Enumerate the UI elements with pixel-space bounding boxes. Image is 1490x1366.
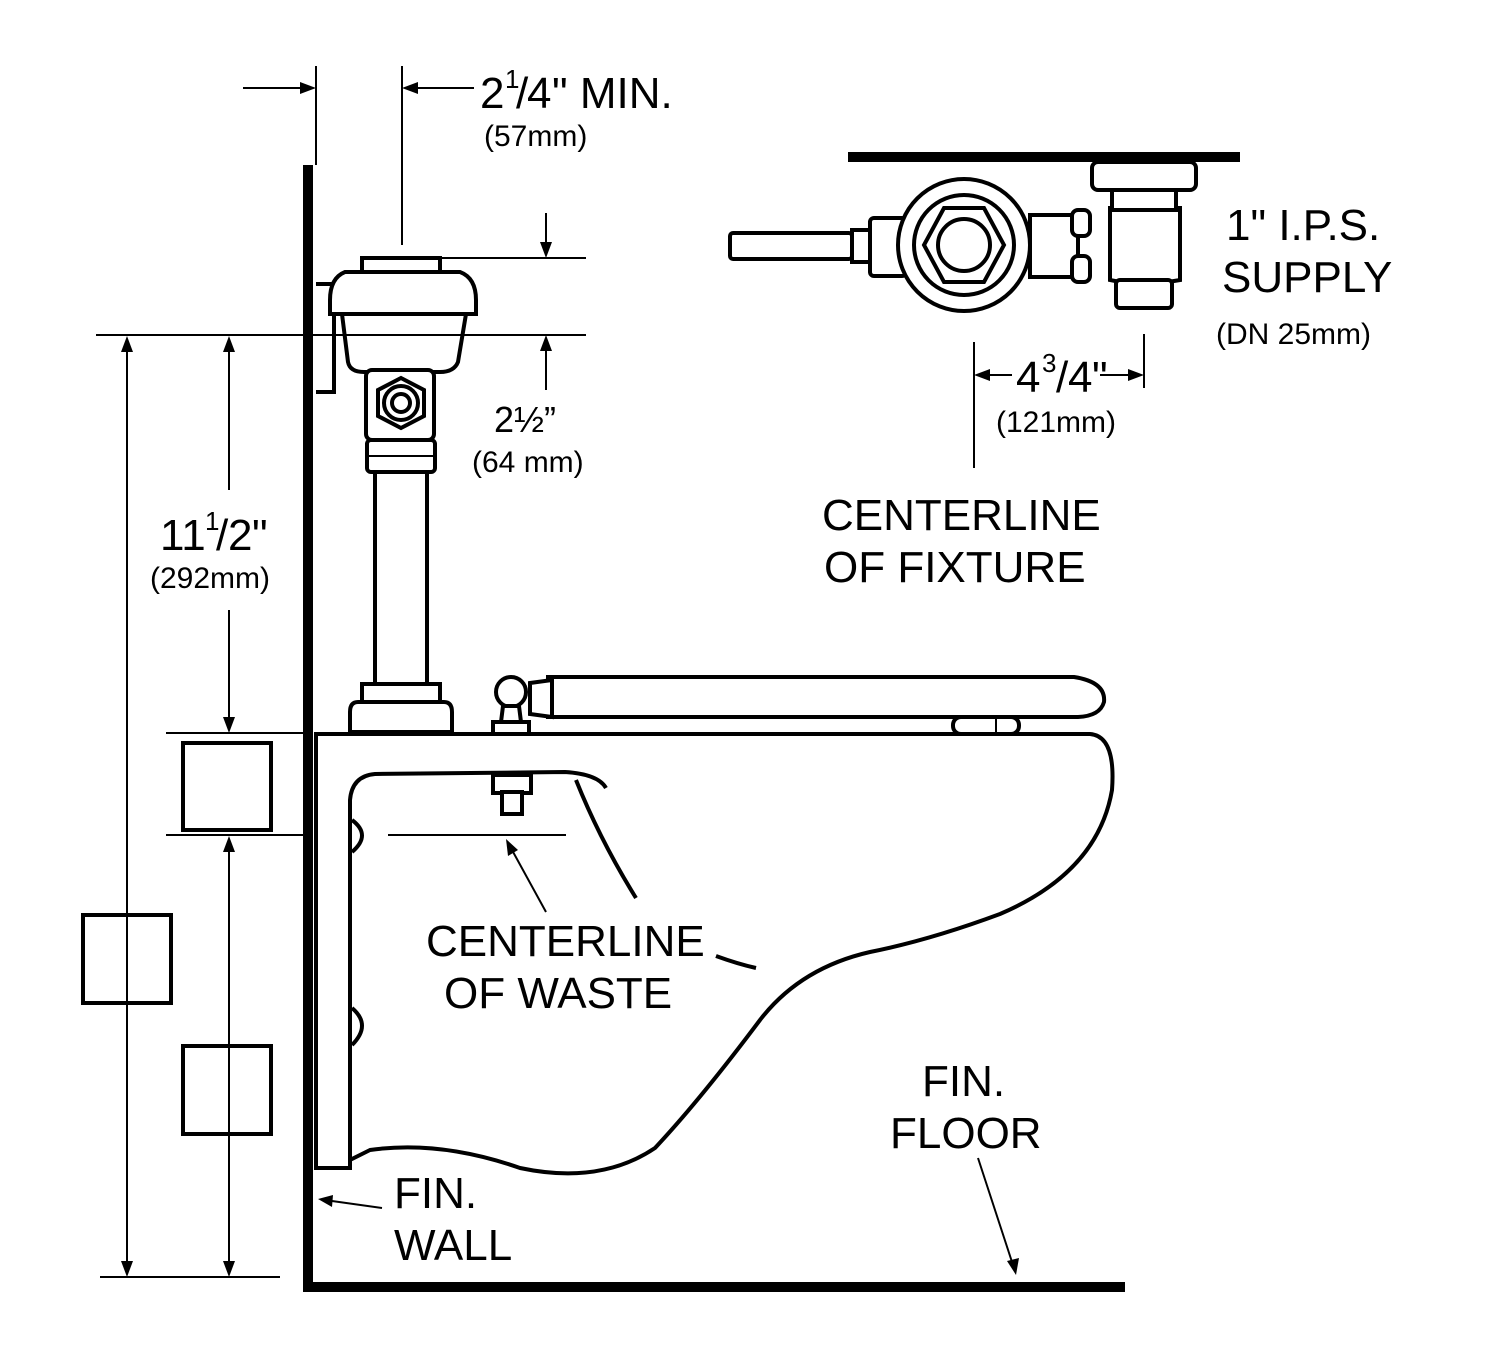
bowl-outline	[314, 732, 1115, 1176]
cl-fixture-line-2: OF FIXTURE	[824, 543, 1086, 592]
spud-flange	[348, 700, 454, 734]
dim-arrowhead	[402, 82, 418, 94]
bowl-inner-trap	[348, 769, 608, 1160]
valve-hex-inner-ring	[390, 392, 412, 414]
fin-floor-leader	[977, 1157, 1013, 1263]
wall-hung-bowl	[314, 732, 1115, 1176]
handle-grip	[728, 231, 854, 261]
offset-unit: "	[1092, 353, 1108, 402]
valve-cap-top	[360, 256, 442, 274]
top-min-denominator: 4	[527, 69, 551, 118]
spud-coupling-nut	[360, 682, 442, 704]
offset-whole: 4	[1016, 353, 1040, 402]
valve-cover	[328, 270, 478, 316]
toilet-seat	[491, 675, 1107, 736]
height-whole: 11	[160, 511, 206, 560]
handle-collar	[850, 228, 872, 264]
bowl-mount-bump-lower	[350, 1006, 364, 1047]
dim-arrowhead	[318, 1195, 333, 1207]
dim-arrowhead	[540, 242, 552, 258]
flush-tube	[373, 470, 429, 686]
offset-slash: /	[1056, 353, 1069, 402]
top-min-whole: 2	[480, 69, 504, 118]
carrier-blocks	[81, 741, 273, 1136]
seat-hinge-block	[528, 677, 554, 720]
dim-arrowhead	[506, 839, 518, 856]
height-numerator: 1	[205, 506, 219, 536]
supply-line-1: 1" I.P.S.	[1226, 201, 1380, 250]
dim-arrowhead	[121, 1261, 133, 1277]
fin-wall-line-1: FIN.	[394, 1169, 477, 1218]
height-unit: "	[252, 511, 268, 560]
dim-arrowhead	[1007, 1258, 1019, 1275]
valve-top-hex-ring	[936, 217, 992, 273]
valve-height-metric: (64 mm)	[472, 446, 584, 479]
stop-body	[1108, 206, 1182, 284]
stop-nut-upper	[1070, 208, 1092, 238]
flush-valve	[316, 256, 478, 734]
supply-escutcheon	[1090, 160, 1198, 192]
carrier-block-upper	[181, 741, 273, 832]
spud-bolt	[500, 790, 524, 816]
valve-top-view	[728, 152, 1240, 313]
seat-hinge-knob	[494, 675, 528, 709]
seat-lid	[546, 675, 1107, 719]
offset-denominator: 4	[1068, 353, 1092, 402]
fin-wall-leader	[331, 1200, 383, 1209]
cl-waste-line-2: OF WASTE	[444, 969, 672, 1018]
dim-arrowhead	[300, 82, 316, 94]
height-metric: (292mm)	[150, 562, 270, 595]
dim-arrowhead	[121, 336, 133, 352]
cl-waste-line-1: CENTERLINE	[426, 917, 705, 966]
dim-arrowhead	[540, 335, 552, 351]
height-slash: /	[216, 511, 229, 560]
top-min-numerator: 1	[505, 64, 519, 94]
top-min-metric: (57mm)	[484, 120, 587, 153]
supply-riser	[1110, 188, 1178, 212]
valve-height-label: 2½”	[494, 399, 556, 440]
cl-fixture-line-1: CENTERLINE	[822, 491, 1101, 540]
dim-arrowhead	[974, 369, 990, 381]
supply-line-2: SUPPLY	[1222, 253, 1392, 302]
bowl-rim-dash	[715, 954, 757, 970]
seat-hinge-base	[491, 720, 531, 736]
dim-arrowhead	[223, 717, 235, 733]
fin-floor-line-1: FIN.	[922, 1057, 1005, 1106]
finished-wall-and-floor	[303, 165, 1125, 1292]
seat-hinge-post	[498, 704, 524, 724]
bowl-mount-bump-upper	[350, 818, 364, 854]
stop-nut-lower	[1070, 254, 1092, 284]
dim-arrowhead	[223, 1261, 235, 1277]
valve-body	[339, 312, 469, 374]
stop-bottom-cap	[1114, 278, 1174, 310]
dim-arrowhead	[223, 336, 235, 352]
top-min-slash: /	[516, 69, 529, 118]
fin-wall-line-2: WALL	[394, 1221, 512, 1270]
dim-arrowhead	[223, 836, 235, 852]
offset-metric: (121mm)	[996, 406, 1116, 439]
labels: 2 1 / 4 " MIN. (57mm) 2½” (64 mm) 11 1 /…	[150, 64, 1392, 1270]
carrier-block-lower	[181, 1044, 273, 1136]
supply-line-3: (DN 25mm)	[1216, 318, 1371, 351]
bowl-inner-curve	[574, 779, 638, 900]
seat-bumper	[951, 715, 1021, 736]
offset-numerator: 3	[1042, 348, 1056, 378]
dim-arrowhead	[1128, 369, 1144, 381]
dimension-lines	[96, 66, 1145, 1278]
centerline-waste-leader	[511, 849, 547, 913]
fin-floor-line-2: FLOOR	[890, 1109, 1042, 1158]
top-min-unit: " MIN.	[552, 69, 673, 118]
height-denominator: 2	[228, 511, 252, 560]
